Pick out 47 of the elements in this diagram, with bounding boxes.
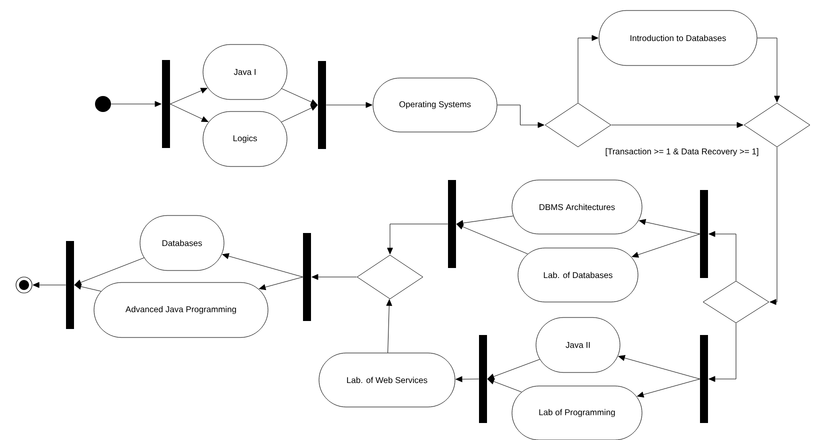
- arrow: [708, 231, 736, 281]
- arrow: [632, 234, 700, 258]
- arrow: [770, 147, 778, 305]
- arrow: [757, 38, 780, 102]
- arrow: [170, 104, 208, 122]
- arrow: [258, 276, 304, 290]
- activity-node: Java II: [536, 317, 620, 373]
- activity-node: Databases: [140, 215, 224, 271]
- arrow: [386, 299, 392, 353]
- arrow: [456, 376, 480, 382]
- arrow: [326, 102, 372, 108]
- decision-diamond: [744, 102, 810, 148]
- arrow: [639, 219, 700, 234]
- arrow: [32, 282, 66, 288]
- activity-node: Java I: [202, 44, 288, 100]
- arrow: [74, 284, 102, 292]
- activity-node: Lab. of Web Services: [318, 352, 456, 408]
- start-node: [95, 96, 111, 112]
- end-node: [16, 276, 32, 294]
- arrow: [281, 88, 318, 105]
- activity-node: Introduction to Databases: [598, 10, 758, 66]
- activity-node: Operating Systems: [372, 78, 498, 132]
- arrow: [578, 35, 598, 103]
- arrow: [611, 122, 744, 128]
- arrow: [488, 359, 540, 380]
- arrow: [74, 258, 144, 286]
- arrow: [387, 224, 448, 254]
- decision-diamond: [544, 102, 612, 148]
- arrow: [281, 105, 318, 122]
- arrow: [618, 355, 700, 380]
- arrow: [637, 378, 700, 398]
- arrow: [488, 378, 522, 392]
- arrow: [497, 104, 544, 128]
- activity-node: Lab. of Databases: [518, 248, 638, 302]
- decision-diamond: [702, 280, 770, 324]
- activity-node: Logics: [202, 111, 288, 167]
- arrow: [170, 88, 208, 104]
- activity-node: DBMS Architectures: [512, 180, 642, 234]
- arrow: [708, 323, 736, 382]
- decision-diamond: [356, 254, 424, 300]
- arrow: [456, 224, 528, 254]
- arrow: [110, 101, 162, 107]
- activity-node: Advanced Java Programming: [94, 282, 268, 338]
- arrow: [222, 253, 304, 278]
- arrow: [312, 274, 357, 280]
- activity-node: Lab of Programming: [512, 386, 642, 440]
- edge-label: [Transaction >= 1 & Data Recovery >= 1]: [604, 147, 760, 158]
